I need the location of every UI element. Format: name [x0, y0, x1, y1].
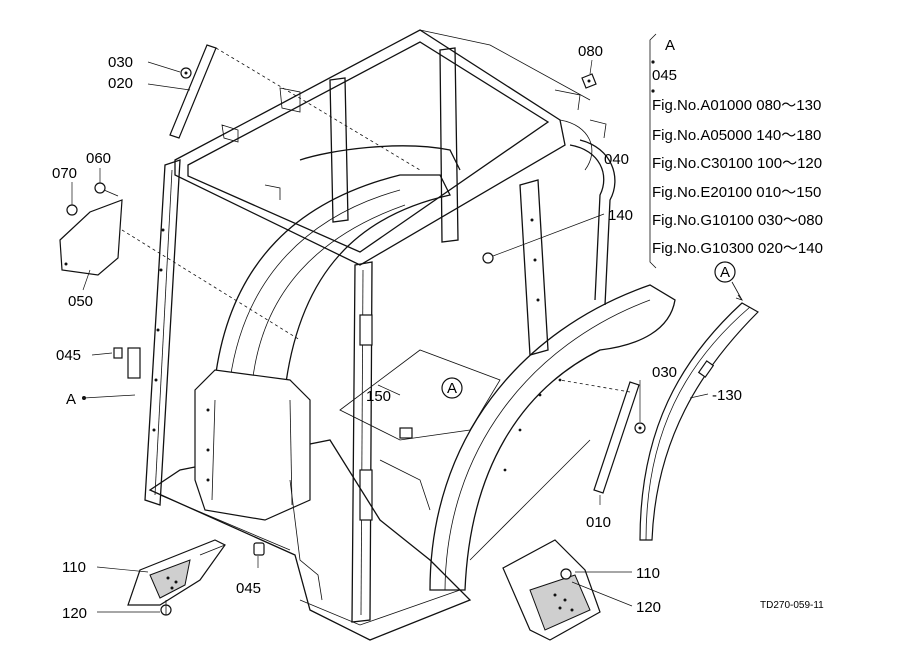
right-fender: [429, 284, 676, 591]
callout-080: 080: [578, 43, 603, 60]
callout-a-floor: A: [447, 380, 457, 397]
callout-060: 060: [86, 150, 111, 167]
strip-010: [559, 379, 640, 494]
nut-080: [581, 73, 597, 89]
callout-030-top: 030: [108, 54, 133, 71]
legend-row-2: Fig.No.A05000 140～180: [652, 127, 821, 144]
circle-a-right: [714, 261, 736, 283]
nut-030-top: [180, 67, 192, 79]
callout-150: 150: [366, 388, 391, 405]
rear-right-pillar: [519, 179, 549, 356]
legend-row-6: Fig.No.G10300 020～140: [652, 240, 823, 257]
step-110-left: [127, 539, 226, 606]
roof-frame: [174, 29, 616, 306]
legend-row-1: Fig.No.A01000 080～130: [652, 97, 821, 114]
collar-045-bottom: [253, 542, 265, 556]
callout-130: -130: [712, 387, 742, 404]
front-left-pillar: [127, 159, 181, 506]
left-fender: [214, 145, 461, 391]
nut-070: [66, 204, 78, 216]
leader-lines: [71, 59, 709, 613]
rear-left-pillar: [329, 47, 459, 243]
callout-a-left: A: [66, 391, 76, 408]
reference-legend: A 045 Fig.No.A01000 080～130 Fig.No.A0500…: [649, 33, 823, 269]
callout-050: 050: [68, 293, 93, 310]
legend-row-5: Fig.No.G10100 030～080: [652, 212, 823, 229]
bolt-120-left: [160, 600, 172, 616]
legend-row-3: Fig.No.C30100 100～120: [652, 155, 822, 172]
nut-030-right: [634, 422, 646, 434]
bolt-120-right: [560, 568, 572, 580]
callout-030-right: 030: [652, 364, 677, 381]
front-right-pillar: [351, 261, 373, 623]
callout-070: 070: [52, 165, 77, 182]
callout-120-right: 120: [636, 599, 661, 616]
strip-020: [169, 44, 421, 171]
callout-120-left: 120: [62, 605, 87, 622]
circle-a-floor: [441, 377, 463, 399]
callout-a-right: A: [720, 264, 730, 281]
legend-marker: A: [665, 37, 675, 54]
callout-110-right: 110: [636, 565, 660, 582]
callout-020: 020: [108, 75, 133, 92]
nut-140: [482, 252, 494, 264]
callout-045-bottom: 045: [236, 580, 261, 597]
callout-010: 010: [586, 514, 611, 531]
callout-110-left: 110: [62, 559, 86, 576]
legend-part: 045: [652, 67, 677, 84]
step-110-right: [502, 539, 601, 641]
plate-050: [59, 199, 301, 341]
callout-140: 140: [608, 207, 633, 224]
side-panel: [194, 369, 323, 601]
callout-040: 040: [604, 151, 629, 168]
legend-row-4: Fig.No.E20100 010～150: [652, 184, 821, 201]
callout-045-left: 045: [56, 347, 81, 364]
drawing-code: TD270-059-11: [760, 600, 824, 611]
trim-130: [639, 302, 759, 541]
bolt-060: [94, 182, 119, 197]
collar-045-left: [113, 347, 123, 359]
